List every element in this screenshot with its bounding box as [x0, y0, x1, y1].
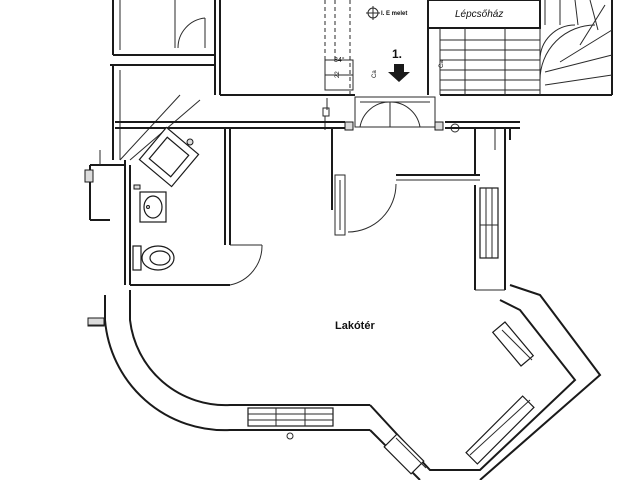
dimension-labels: 34° 22 Ca Ca — [334, 56, 445, 78]
sink-icon — [133, 184, 167, 223]
level-note-label: I. E melet — [381, 11, 407, 17]
dimension-label-c: Ca — [372, 70, 378, 78]
window-bay-right — [465, 395, 535, 465]
stairwell: Lépcsőház — [427, 0, 613, 96]
entry-number-label: 1. — [392, 47, 402, 61]
dimension-label-b: 22 — [335, 71, 341, 78]
entry-door — [344, 96, 460, 133]
living-room-label: Lakótér — [335, 320, 375, 332]
entry-arrow-icon — [388, 64, 410, 82]
level-marker: I. E melet — [366, 6, 407, 20]
living-room: Lakótér — [87, 128, 602, 480]
window-right — [479, 187, 499, 259]
dimension-label-d: Ca — [439, 60, 445, 68]
bathroom-fixtures — [132, 126, 200, 271]
top-left-rooms — [110, 0, 216, 161]
shower-icon — [138, 126, 200, 188]
entry-marker: 1. — [388, 47, 410, 82]
window-bottom — [247, 407, 334, 440]
entry-hall — [219, 0, 355, 130]
dimension-label-a: 34° — [334, 56, 345, 64]
window-bay-top — [491, 321, 535, 367]
stairwell-label: Lépcsőház — [455, 9, 503, 20]
main-walls — [84, 121, 520, 286]
window-bay-left — [383, 433, 427, 475]
toilet-icon — [132, 245, 175, 271]
